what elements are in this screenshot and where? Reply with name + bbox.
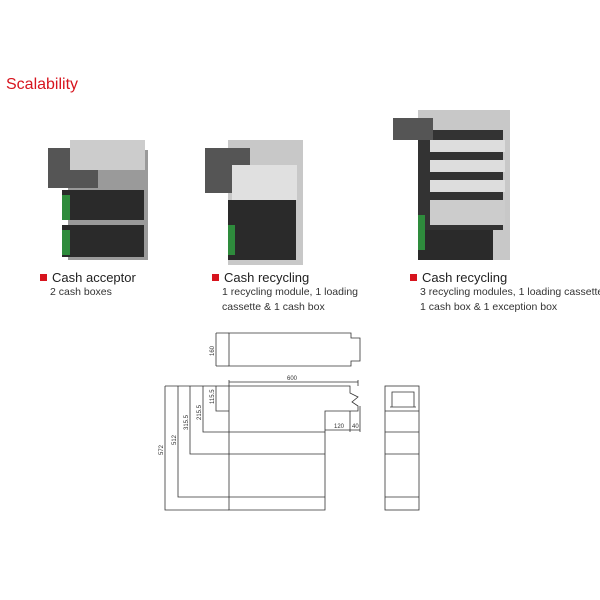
bullet-icon bbox=[40, 274, 47, 281]
bullet-icon bbox=[212, 274, 219, 281]
side-view bbox=[384, 385, 420, 511]
top-view: 160 bbox=[210, 332, 361, 367]
product-name: Cash recycling bbox=[422, 270, 508, 285]
product-desc: 3 recycling modules, 1 loading cassette, bbox=[420, 286, 600, 298]
product-caption-cash-acceptor: Cash acceptor 2 cash boxes bbox=[40, 270, 136, 300]
front-view: 600 572 512 315.5 215.5 115.5 120 40 bbox=[159, 376, 361, 511]
product-caption-cash-recycling-2: Cash recycling 3 recycling modules, 1 lo… bbox=[410, 270, 600, 315]
dim-h2: 512 bbox=[172, 434, 178, 445]
cash-recycling-large-image bbox=[393, 110, 510, 260]
product-name: Cash acceptor bbox=[52, 270, 136, 285]
dim-h4: 215.5 bbox=[197, 404, 203, 420]
dim-h3: 315.5 bbox=[184, 414, 190, 430]
dim-lip: 40 bbox=[352, 424, 359, 430]
dim-depth: 160 bbox=[210, 345, 216, 356]
page-title: Scalability bbox=[6, 76, 79, 93]
dim-offset: 120 bbox=[334, 424, 345, 430]
product-caption-cash-recycling-1: Cash recycling 1 recycling module, 1 loa… bbox=[212, 270, 358, 315]
product-desc: 2 cash boxes bbox=[50, 286, 112, 298]
product-desc: 1 recycling module, 1 loading bbox=[222, 286, 358, 298]
product-desc: cassette & 1 cash box bbox=[222, 301, 325, 313]
dim-width: 600 bbox=[287, 376, 298, 382]
product-name: Cash recycling bbox=[224, 270, 310, 285]
product-desc: 1 cash box & 1 exception box bbox=[420, 301, 558, 313]
bullet-icon bbox=[410, 274, 417, 281]
dim-h-total: 572 bbox=[159, 444, 165, 455]
dim-h5: 115.5 bbox=[210, 389, 216, 404]
cash-recycling-small-image bbox=[205, 140, 303, 265]
cash-acceptor-image bbox=[48, 140, 148, 260]
